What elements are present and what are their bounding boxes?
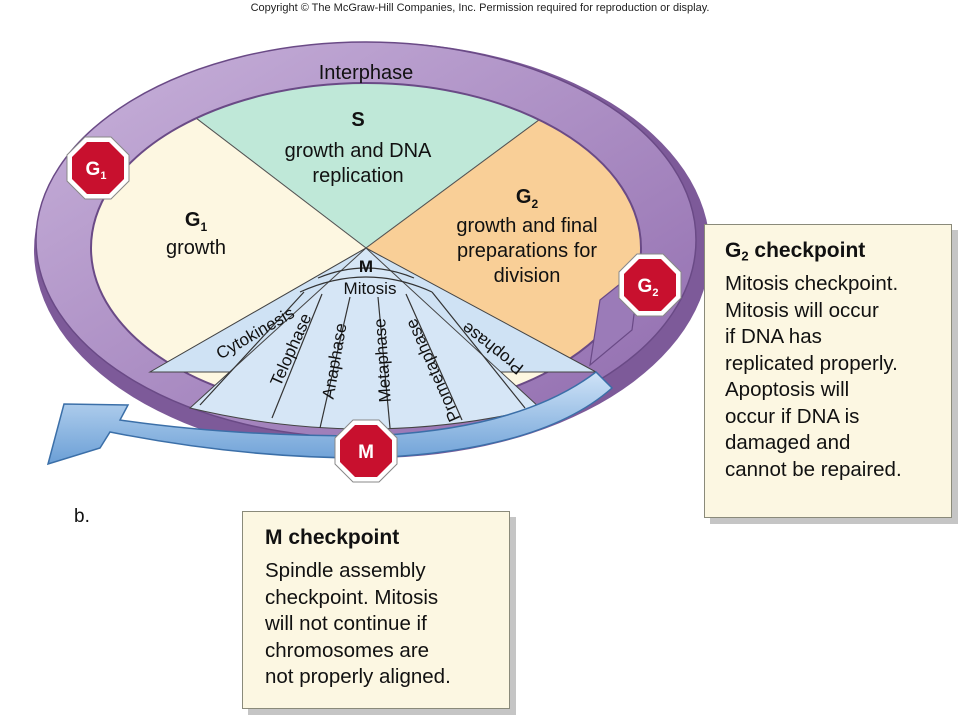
m-checkpoint-line: checkpoint. Mitosis [265,585,439,609]
g2-checkpoint-line: cannot be repaired. [725,457,902,481]
m-checkpoint-line: not properly aligned. [265,665,451,688]
g2-checkpoint-stop-icon: G2 [618,253,682,317]
g2-checkpoint-line: replicated properly. [725,351,898,375]
m-phase-title: M [359,257,373,276]
m-checkpoint-title: M checkpoint [265,526,400,549]
g1-phase-title: G1 [185,209,208,234]
svg-text:M: M [358,442,374,463]
s-phase-line2: replication [312,165,403,187]
g2-phase-line1: growth and final [456,215,597,237]
g2-phase-line3: division [494,265,561,287]
g2-checkpoint-line: Apoptosis will [725,378,850,401]
interphase-label: Interphase [319,62,414,84]
m-checkpoint-line: will not continue if [265,612,427,635]
g2-phase-title: G2 [516,186,539,211]
s-phase-title: S [351,109,364,131]
m-checkpoint-stop-icon: M [334,419,398,483]
g2-checkpoint-line: Mitosis will occur [725,298,879,322]
copyright-notice: Copyright © The McGraw-Hill Companies, I… [250,2,710,14]
m-checkpoint-line: Spindle assembly [265,559,426,582]
g1-phase-desc: growth [166,237,226,259]
g2-phase-line2: preparations for [457,240,597,262]
g2-checkpoint-box: G2 checkpoint Mitosis checkpoint. Mitosi… [704,224,952,518]
g1-checkpoint-stop-icon: G1 [66,136,130,200]
g2-checkpoint-line: damaged and [725,431,851,454]
svg-text:G1: G1 [86,159,107,182]
g2-checkpoint-line: occur if DNA is [725,404,860,428]
cytokinesis-arrow [46,371,614,466]
mitosis-label: Mitosis [344,279,397,298]
m-checkpoint-line: chromosomes are [265,638,430,662]
m-checkpoint-box: M checkpoint Spindle assembly checkpoint… [242,511,510,709]
s-phase-line1: growth and DNA [285,140,432,162]
panel-label: b. [74,506,90,527]
g2-checkpoint-line: if DNA has [725,325,822,348]
g2-checkpoint-title: G2 checkpoint [725,239,866,264]
g2-checkpoint-body: Mitosis checkpoint. Mitosis will occur i… [725,271,937,483]
g2-checkpoint-line: Mitosis checkpoint. [725,272,899,295]
m-checkpoint-body: Spindle assembly checkpoint. Mitosis wil… [265,558,497,691]
svg-text:G2: G2 [638,276,659,299]
